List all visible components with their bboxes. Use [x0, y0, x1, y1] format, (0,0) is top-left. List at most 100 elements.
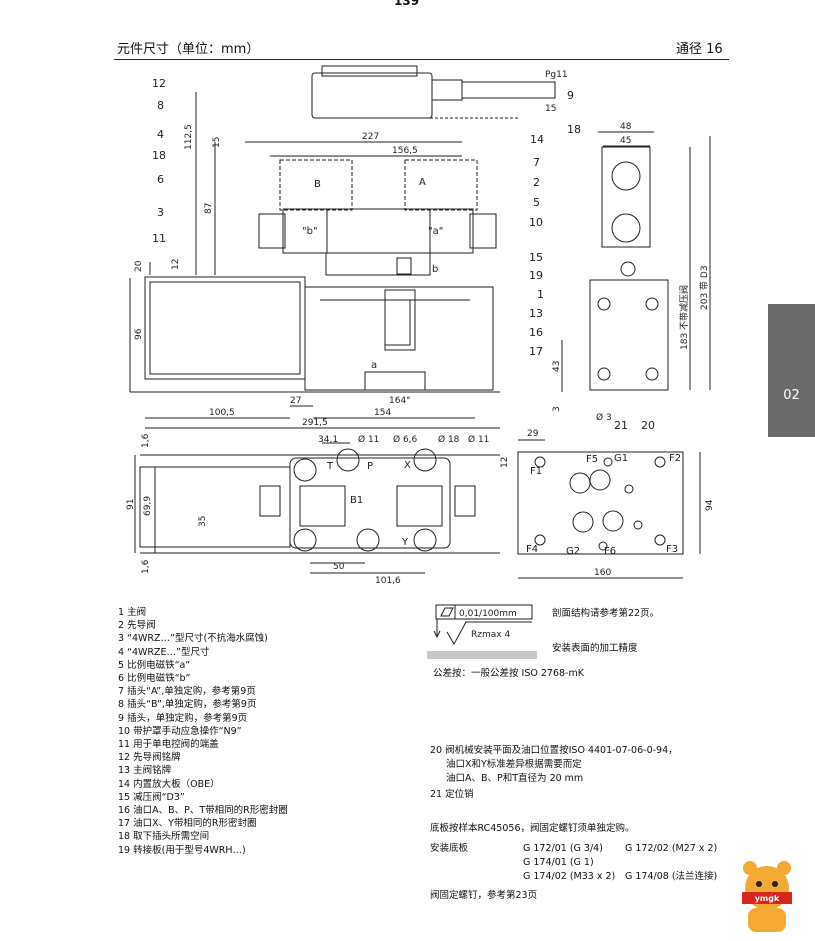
dim-156-5: 156,5	[392, 146, 418, 156]
dim-203: 203 带 D3	[699, 265, 710, 310]
legend-item: 11 用于单电控阀的端盖	[118, 739, 219, 751]
reducer-plate	[325, 252, 431, 276]
label-G1: G1	[614, 453, 628, 464]
legend-item: 5 比例电磁铁“a”	[118, 659, 191, 671]
mounting-surface	[517, 451, 684, 555]
callout-10: 10	[529, 216, 543, 229]
callout-21: 21	[614, 419, 628, 432]
roughness-symbol	[446, 621, 532, 646]
dim-20: 20	[134, 260, 144, 272]
dim-112-5: 112,5	[184, 124, 194, 150]
subplate-5: G 174/08 (法兰连接)	[625, 871, 718, 882]
callout-2: 2	[533, 176, 540, 189]
label-F1: F1	[530, 466, 542, 477]
screws-note: 阀固定螺钉，参考第23页	[430, 890, 538, 901]
watermark-text: ymgk	[755, 894, 780, 903]
legend-item: 7 插头“A”,单独定购，参考第9页	[118, 686, 256, 698]
leader-arrow	[433, 619, 441, 639]
callout-4: 4	[157, 128, 164, 141]
dim-43: 43	[552, 361, 562, 372]
legend-item: 16 油口A、B、P、T带相同的R形密封圈	[118, 805, 288, 817]
label-A: A	[419, 177, 426, 188]
legend-item: 15 减压阀“D3”	[118, 791, 185, 803]
watermark-logo: ymgk	[738, 858, 796, 936]
end-view-pilot	[601, 146, 651, 248]
label-F4: F4	[526, 544, 538, 555]
subplate-2: G 172/02 (M27 x 2)	[625, 843, 718, 854]
plug-b-outline	[279, 159, 353, 211]
header-rule	[114, 59, 729, 60]
dim-15a: 15	[212, 137, 222, 148]
label-b-quoted: "b"	[302, 226, 318, 237]
section-tab-label: 02	[783, 388, 800, 403]
legend-item: 2 先导阀	[118, 620, 156, 632]
dim-96: 96	[134, 328, 144, 340]
dim-69-9: 69,9	[143, 496, 153, 516]
solenoid-housing-left	[144, 276, 306, 380]
dim-160: 160	[594, 568, 611, 578]
legend-item: 13 主阀铭牌	[118, 765, 172, 777]
legend-item: 4 “4WRZE…”型尺寸	[118, 646, 210, 658]
dim-45: 45	[620, 136, 631, 146]
dim-154: 154	[374, 408, 391, 418]
callout-11: 11	[152, 232, 166, 245]
note-20-line3: 油口A、B、P和T直径为 20 mm	[446, 773, 584, 784]
section-note: 剖面结构请参考第22页。	[552, 608, 660, 619]
label-G2: G2	[566, 546, 580, 557]
page-number: 139	[394, 0, 420, 8]
label-B: B	[314, 179, 321, 190]
finish-note: 安装表面的加工精度	[552, 643, 638, 654]
callout-9: 9	[567, 89, 574, 102]
dim-34-1: 34,1	[318, 435, 338, 445]
dim-15b: 15	[545, 104, 556, 114]
legend-item: 18 取下插头所需空间	[118, 831, 210, 843]
legend-item: 1 主阀	[118, 607, 147, 618]
dim-phi11b: Ø 11	[468, 434, 489, 445]
dim-phi3: Ø 3	[596, 412, 612, 423]
callout-5: 5	[533, 196, 540, 209]
label-F3: F3	[666, 544, 678, 555]
dim-48: 48	[620, 122, 632, 132]
solenoid-b-cap	[258, 213, 286, 249]
legend-item: 12 先导阀铭牌	[118, 752, 181, 764]
dim-87: 87	[204, 203, 214, 214]
dimension-drawing: 12 8 4 18 6 3 11 14 9 18 7 2 5 10 15 19 …	[126, 65, 715, 586]
label-T: T	[326, 461, 334, 472]
parts-legend: 1 主阀 2 先导阀 3 “4WRZ…”型尺寸(不抗海水腐蚀) 4 “4WRZE…	[118, 606, 288, 857]
plug-a-outline	[404, 159, 478, 211]
section-tab[interactable]: 02	[768, 304, 815, 437]
legend-item: 6 比例电磁铁“b”	[118, 673, 191, 685]
flatness-icon	[440, 607, 454, 617]
label-b-small: b	[432, 264, 438, 275]
roughness-value: Rzmax 4	[471, 630, 510, 640]
dim-12: 12	[171, 259, 181, 270]
callout-18b: 18	[567, 123, 581, 136]
callout-3: 3	[157, 206, 164, 219]
callout-1: 1	[537, 288, 544, 301]
dim-3: 3	[552, 406, 562, 412]
note-20-line1: 20 阀机械安装平面及油口位置按ISO 4401-07-06-0-94，	[430, 745, 678, 756]
main-body	[304, 286, 494, 391]
callout-13: 13	[529, 307, 543, 320]
dim-183: 183 不带减压阀	[678, 285, 690, 350]
legend-item: 3 “4WRZ…”型尺寸(不抗海水腐蚀)	[118, 633, 268, 645]
surface-symbols: 0,01/100mm Rzmax 4	[427, 604, 537, 659]
dim-91: 91	[126, 499, 136, 510]
label-B1: B1	[350, 495, 363, 506]
hatched-surface	[427, 651, 537, 659]
solenoid-a-cap	[469, 213, 497, 249]
callout-15: 15	[529, 251, 543, 264]
dim-227: 227	[362, 132, 379, 142]
subplate-3: G 174/01 (G 1)	[523, 857, 594, 868]
callout-18a: 18	[152, 149, 166, 162]
label-P: P	[367, 461, 373, 472]
callout-16: 16	[529, 326, 543, 339]
bottom-housing	[139, 466, 291, 548]
bottom-body	[289, 457, 451, 549]
pilot-top-body	[311, 72, 433, 119]
callout-7: 7	[533, 156, 540, 169]
plug-top	[431, 79, 463, 101]
legend-item: 9 插头，单独定购，参考第9页	[118, 712, 248, 724]
label-Y: Y	[401, 537, 409, 548]
dim-27: 27	[290, 396, 301, 406]
